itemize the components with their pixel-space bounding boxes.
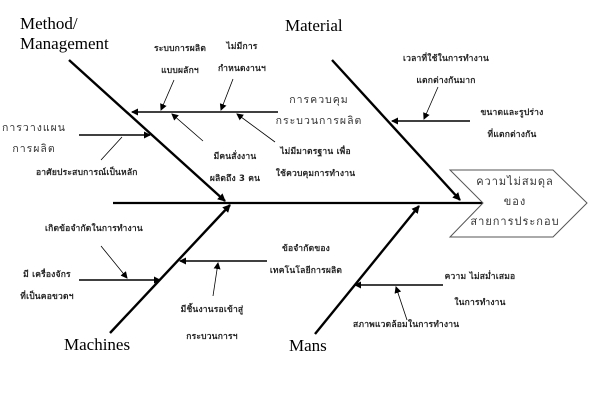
category-material-label: Material: [285, 16, 343, 35]
cause-size-shape-line2: ที่แตกต่างกัน: [487, 130, 537, 140]
machines-bone: [109, 204, 231, 334]
cause-inconsistency-line2: ในการทำงาน: [454, 298, 506, 308]
cause-time-diff-line2: แตกต่างกันมาก: [416, 76, 476, 86]
cause-tech-limit-line1: ข้อจำกัดของ: [281, 244, 330, 254]
cause-no-standard: ไม่มีมาตรฐาน เพื่อ ใช้ควบคุมการทำงาน: [268, 141, 363, 185]
cause-planning: การวางแผน การผลิต: [0, 118, 68, 160]
arrow-wip-waiting: [212, 262, 221, 297]
arrow-production-system: [160, 79, 175, 111]
arrow-time-diff: [423, 86, 439, 120]
cause-planning-line1: การวางแผน: [2, 122, 66, 134]
cause-no-deadline-line1: ไม่มีการ: [226, 42, 258, 52]
cause-bottleneck-machine-line1: มี เครื่องจักร: [23, 270, 71, 280]
effect-line-3: สายการประกอบ: [470, 215, 560, 228]
cause-tech-limit: ข้อจำกัดของ เทคโนโลยีการผลิต: [258, 238, 354, 282]
cause-three-orderers: มีคนสั่งงาน ผลิตถึง 3 คน: [200, 146, 270, 190]
cause-production-system-line2: แบบผลักฯ: [161, 66, 199, 76]
sub-branch-process-control-line1: การควบคุม: [289, 94, 349, 106]
cause-size-shape-line1: ขนาดและรูปร่าง: [480, 108, 544, 118]
sub-branch-process-control-line2: กระบวนการผลิต: [275, 115, 363, 127]
cause-tech-limit-line2: เทคโนโลยีการผลิต: [269, 266, 343, 276]
cause-size-shape: ขนาดและรูปร่าง ที่แตกต่างกัน: [472, 102, 552, 146]
cause-inconsistency: ความ ไม่สม่ำเสมอ ในการทำงาน: [436, 264, 524, 316]
cause-experience: อาศัยประสบการณ์เป็นหลัก: [36, 168, 138, 178]
sub-branch-process-control: การควบคุม กระบวนการผลิต: [274, 90, 364, 132]
arrow-no-deadline: [219, 78, 234, 111]
arrow-work-limit: [100, 245, 128, 279]
category-method-label: Method/ Management: [20, 14, 109, 54]
cause-no-standard-line2: ใช้ควบคุมการทำงาน: [275, 169, 356, 179]
cause-bottleneck-machine-line2: ที่เป็นคอขวดฯ: [20, 292, 74, 302]
arrow-three-orderers: [171, 113, 204, 142]
effect-head-shape: [448, 169, 588, 238]
cause-production-system-line1: ระบบการผลิต: [153, 44, 207, 54]
arrow-no-standard: [236, 113, 276, 143]
material-bone: [331, 59, 461, 201]
effect-text: ความไม่สมดุล ของ สายการประกอบ: [455, 172, 575, 232]
cause-three-orderers-line2: ผลิตถึง 3 คน: [209, 174, 261, 184]
cause-three-orderers-line1: มีคนสั่งงาน: [213, 152, 257, 162]
cause-wip-waiting-line1: มีชิ้นงานรอเข้าสู่: [180, 305, 244, 315]
cause-bottleneck-machine: มี เครื่องจักร ที่เป็นคอขวดฯ: [14, 264, 80, 308]
cause-wip-waiting: มีชิ้นงานรอเข้าสู่ กระบวนการฯ: [172, 297, 252, 351]
cause-wip-waiting-line2: กระบวนการฯ: [186, 332, 238, 342]
category-method-line1: Method/: [20, 14, 78, 33]
cause-production-system: ระบบการผลิต แบบผลักฯ: [140, 38, 220, 82]
cause-environment: สภาพแวดล้อมในการทำงาน: [353, 320, 460, 330]
arrow-environment: [394, 286, 408, 321]
cause-time-diff: เวลาที่ใช้ในการทำงาน แตกต่างกันมาก: [396, 48, 496, 92]
mans-bone: [314, 205, 420, 335]
cause-inconsistency-line1: ความ ไม่สม่ำเสมอ: [444, 272, 516, 282]
cause-no-standard-line1: ไม่มีมาตรฐาน เพื่อ: [280, 147, 351, 157]
category-mans-label: Mans: [289, 336, 327, 355]
cause-time-diff-line1: เวลาที่ใช้ในการทำงาน: [403, 54, 489, 64]
arrow-experience: [100, 136, 123, 161]
effect-line-1: ความไม่สมดุล: [476, 175, 554, 188]
method-bone: [68, 59, 226, 202]
cause-planning-line2: การผลิต: [12, 143, 56, 155]
cause-work-limit: เกิดข้อจำกัดในการทำงาน: [45, 224, 143, 234]
effect-line-2: ของ: [503, 195, 527, 208]
category-machines-label: Machines: [64, 335, 131, 354]
cause-no-deadline: ไม่มีการ กำหนดงานฯ: [212, 36, 272, 80]
cause-no-deadline-line2: กำหนดงานฯ: [218, 64, 266, 74]
category-method-line2: Management: [20, 34, 109, 53]
